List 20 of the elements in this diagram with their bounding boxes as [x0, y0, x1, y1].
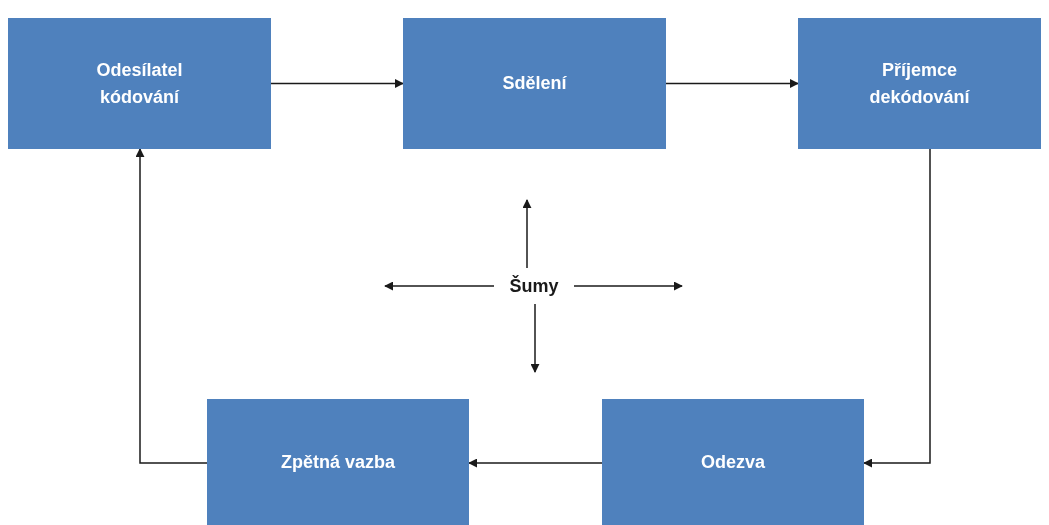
box-label: Zpětná vazba — [281, 450, 395, 474]
box-label: Odezva — [701, 450, 765, 474]
arrow — [665, 79, 799, 88]
process-box — [403, 18, 666, 149]
process-box — [602, 399, 864, 525]
arrow — [270, 79, 404, 88]
box-label: Odesílatel kódování — [95, 59, 184, 109]
box-label: Příjemce dekódování — [868, 59, 971, 109]
arrow — [522, 199, 532, 269]
process-box — [8, 18, 271, 149]
arrow — [573, 281, 683, 291]
arrow — [384, 281, 495, 291]
noise-label: Šumy — [509, 274, 559, 298]
arrow — [863, 148, 931, 468]
process-box — [207, 399, 469, 525]
arrow — [468, 458, 603, 468]
arrow — [135, 148, 208, 464]
arrow — [530, 303, 540, 373]
box-label: Sdělení — [502, 72, 567, 96]
process-box — [798, 18, 1041, 149]
